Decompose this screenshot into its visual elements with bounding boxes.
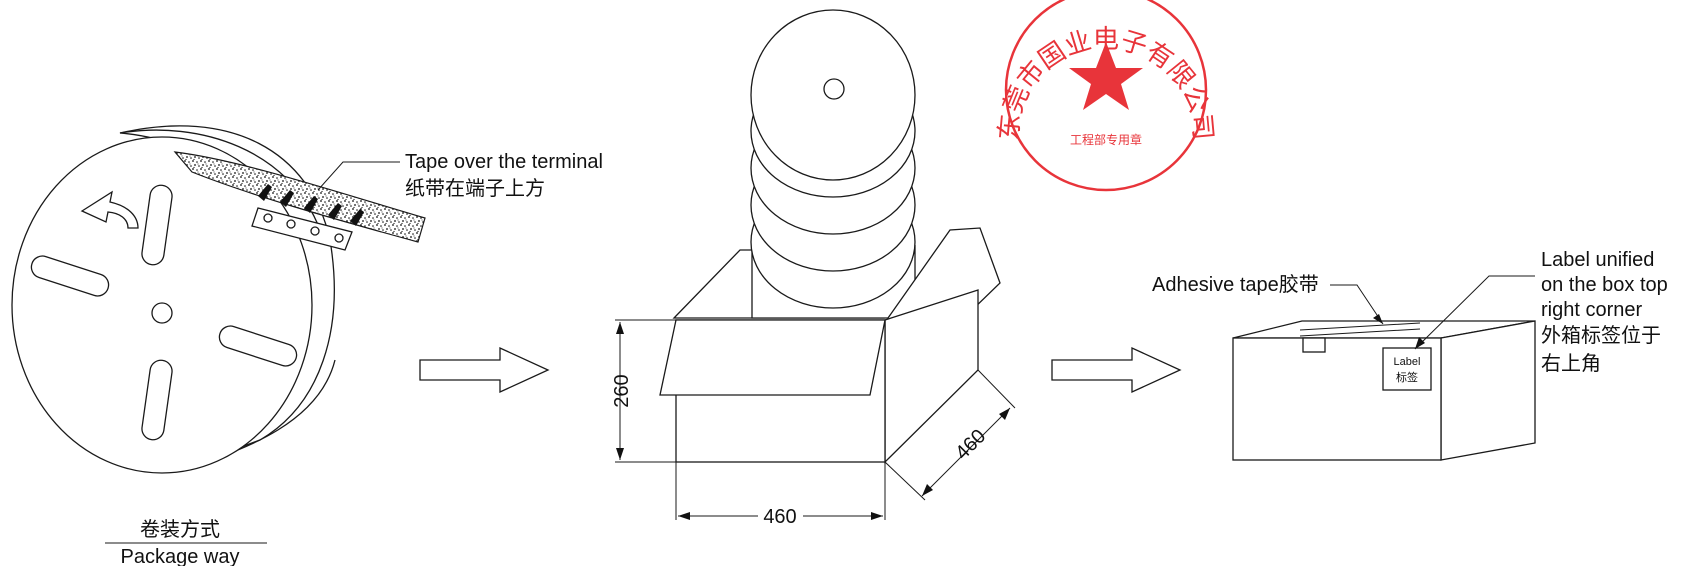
adhesive-tape-label: Adhesive tape胶带 xyxy=(1152,273,1319,296)
label-note-cn1: 外箱标签位于 xyxy=(1541,324,1661,347)
dim-depth-value: 460 xyxy=(951,425,990,464)
label-tag-cn: 标签 xyxy=(1396,370,1418,384)
tape-leader-line xyxy=(317,161,400,191)
reel-hub-hole xyxy=(151,302,173,324)
reel-stack xyxy=(750,9,916,319)
label-note-line3: right corner xyxy=(1541,299,1642,321)
package-way-caption-en: Package way xyxy=(121,546,240,566)
dim-width: 460 xyxy=(675,462,886,528)
process-arrow-2 xyxy=(1051,346,1182,394)
reel-illustration: Tape over the terminal 纸带在端子上方 卷装方式 Pack… xyxy=(11,125,603,566)
open-box-illustration: 260 460 460 xyxy=(611,9,1016,528)
tape-label-cn: 纸带在端子上方 xyxy=(405,177,545,200)
dim-height: 260 xyxy=(611,319,676,463)
process-arrow-1 xyxy=(419,346,550,394)
box-label-tag xyxy=(1382,347,1432,391)
tape-label-en: Tape over the terminal xyxy=(405,151,603,173)
adhesive-tape-strip xyxy=(1299,322,1421,337)
company-seal: 东莞市国业电子有限公司 工程部专用章 xyxy=(993,0,1219,192)
seal-dept-text: 工程部专用章 xyxy=(1070,132,1142,147)
sealed-box-right xyxy=(1440,320,1536,461)
dim-height-value: 260 xyxy=(611,374,633,407)
stack-top-hub xyxy=(823,78,845,100)
label-note-line2: on the box top xyxy=(1541,274,1668,296)
adhesive-tape-end xyxy=(1302,337,1326,353)
package-way-caption-cn: 卷装方式 xyxy=(140,518,220,541)
carrier-strip xyxy=(251,207,353,251)
paper-tape xyxy=(173,151,426,243)
label-tag-en: Label xyxy=(1394,356,1421,368)
adhesive-leader-line xyxy=(1330,284,1384,325)
label-note-line1: Label unified xyxy=(1541,249,1654,271)
dim-width-value: 460 xyxy=(763,506,796,528)
sealed-box-illustration: Label 标签 Adhesive tape胶带 Label unified o… xyxy=(1152,249,1668,461)
box-front-flap xyxy=(659,319,886,396)
terminals xyxy=(258,184,364,226)
label-note-cn2: 右上角 xyxy=(1541,352,1601,375)
seal-star-icon xyxy=(1069,42,1143,110)
label-leader-line xyxy=(1414,275,1535,350)
carrier-holes xyxy=(263,213,344,243)
reel-slots xyxy=(30,184,298,441)
rotation-arrow-icon xyxy=(80,190,139,229)
